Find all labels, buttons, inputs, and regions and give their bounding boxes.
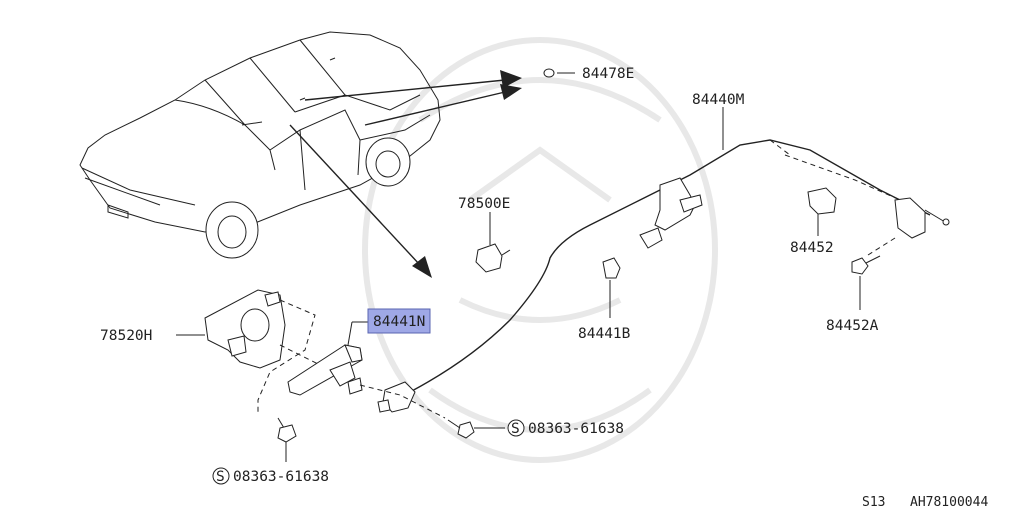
watermark-logo: [362, 37, 718, 463]
part-84441N: [287, 321, 446, 419]
bolt-left: S: [212, 417, 297, 485]
part-84440M-cable: [409, 107, 950, 393]
label-84452[interactable]: 84452: [790, 240, 834, 256]
label-84441B[interactable]: 84441B: [578, 326, 631, 342]
label-84440M[interactable]: 84440M: [692, 92, 745, 108]
label-84452A[interactable]: 84452A: [826, 318, 879, 334]
label-bolt-right[interactable]: 08363-61638: [528, 421, 624, 437]
label-84441N[interactable]: 84441N: [373, 314, 425, 330]
label-84478E[interactable]: 84478E: [582, 66, 634, 82]
callout-arrows: [289, 70, 522, 278]
part-84452: [807, 187, 837, 236]
bolt-right: S: [447, 419, 525, 439]
s-circle-right-icon: [507, 419, 525, 437]
footer-section: S13: [862, 495, 885, 510]
highlight-84441N: [367, 308, 431, 334]
footer-code: AH78100044: [910, 495, 988, 510]
label-78500E[interactable]: 78500E: [458, 196, 510, 212]
label-bolt-left[interactable]: 08363-61638: [233, 469, 329, 485]
part-78520H: [176, 289, 331, 412]
s-circle-left-icon: [212, 467, 230, 485]
s-mark-right: S: [511, 421, 520, 437]
label-78520H[interactable]: 78520H: [100, 328, 152, 344]
part-78500E: [475, 212, 511, 273]
car-illustration: [79, 31, 441, 259]
part-84452A: [851, 237, 896, 310]
s-mark-left: S: [216, 469, 225, 485]
part-84478E: [543, 68, 575, 78]
part-84441B: [602, 257, 621, 318]
